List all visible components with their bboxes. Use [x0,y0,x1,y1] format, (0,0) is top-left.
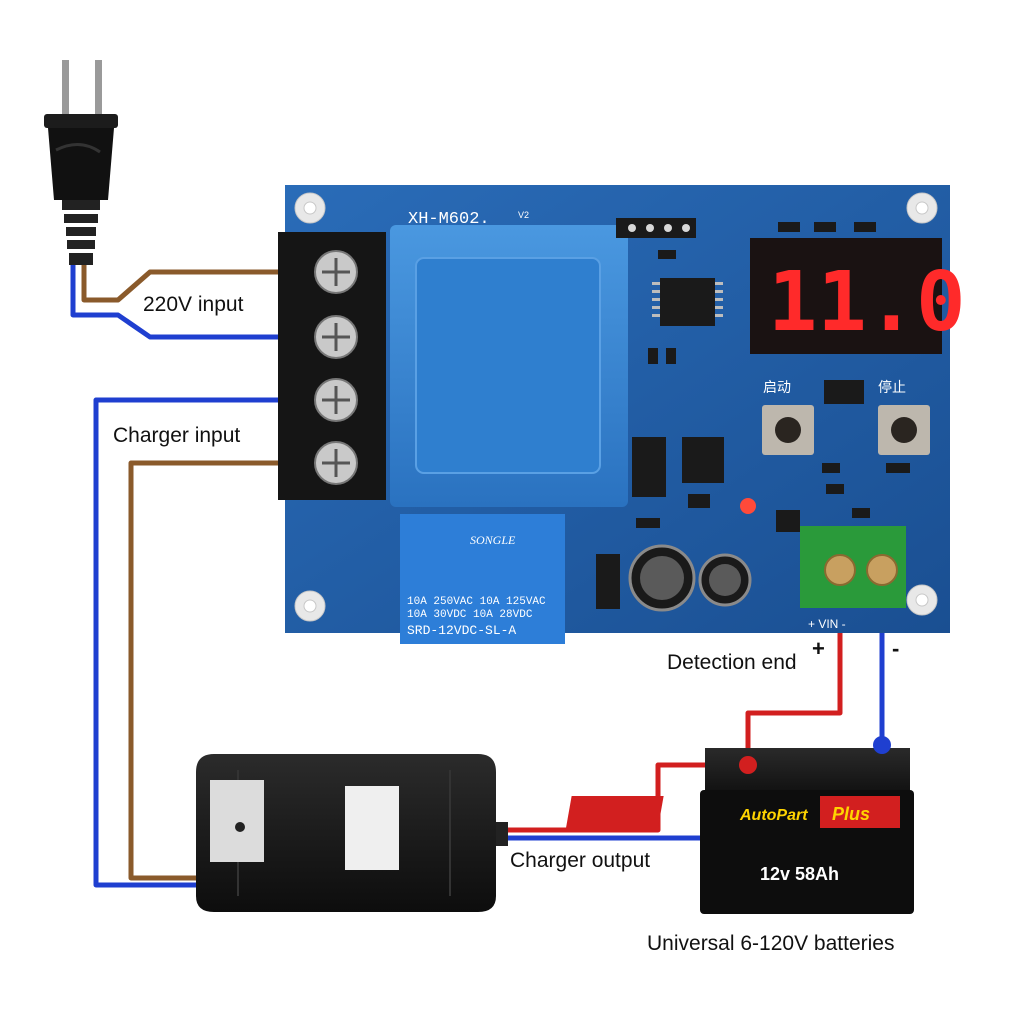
display-value: 11.0 [768,255,965,350]
relay: SONGLE 10A 250VAC 10A 125VAC 10A 30VDC 1… [400,514,565,644]
detection-positive-wire [745,608,843,765]
start-label: 启动 [763,380,791,396]
stop-label: 停止 [878,379,906,396]
charger-input-label: Charger input [113,424,241,447]
relay-rating-1: 10A 250VAC 10A 125VAC [407,596,546,608]
pin-header [616,218,696,238]
battery-spec: 12v 58Ah [760,864,839,884]
mounting-holes [294,192,938,622]
battery-negative-terminal [873,736,891,754]
ic-chip [652,278,723,326]
relay-rating-2: 10A 30VDC 10A 28VDC [407,609,533,621]
ac-neutral-wire [70,265,318,340]
start-button [762,405,814,455]
power-plug-icon [44,60,118,265]
ac-input-label: 220V input [143,293,244,316]
screw-terminal-block [278,232,386,500]
charger-input-brown-wire [128,460,318,881]
smd-components [596,222,910,609]
battery-brand-right: Plus [832,804,870,824]
vin-label: + VIN - [808,617,846,631]
charger-output-label: Charger output [510,849,651,872]
car-battery: AutoPart Plus 12v 58Ah [566,736,914,914]
board-model: XH-M602. [408,210,490,229]
battery-brand-left: AutoPart [739,807,808,824]
battery-charger [196,754,508,912]
minus-sign: - [892,636,900,661]
detection-end-label: Detection end [667,651,797,674]
vin-terminal: + VIN - [800,526,906,631]
battery-positive-terminal [739,756,757,774]
stop-button [878,405,930,455]
charger-input-blue-wire [93,397,318,888]
ac-live-wire [81,265,318,303]
transformer [390,225,628,507]
electrolytic-capacitor [628,544,752,612]
relay-brand: SONGLE [470,533,516,547]
voltage-display: 11.0 [750,238,965,354]
control-board: XH-M602. V2 SONGLE [278,185,965,644]
plus-sign: + [812,636,825,661]
batteries-label: Universal 6-120V batteries [647,932,895,955]
relay-part-number: SRD-12VDC-SL-A [407,623,516,638]
board-version: V2 [518,210,529,220]
status-led [740,498,756,514]
